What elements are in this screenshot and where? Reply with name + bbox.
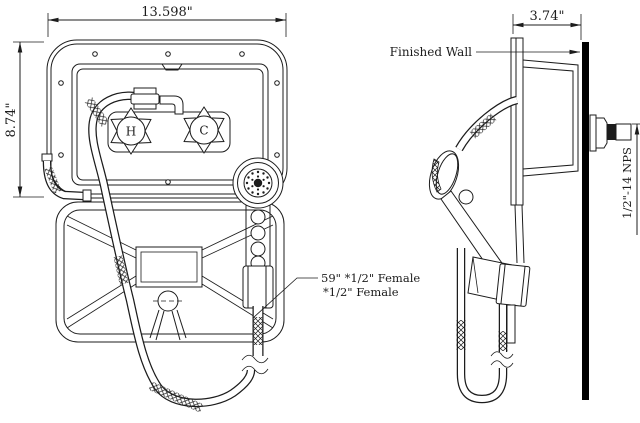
box-body-side [522, 59, 579, 177]
spray-nozzles [245, 170, 271, 196]
side-view: 1/2"-14 NPS [390, 9, 640, 404]
inlet-fitting [589, 114, 632, 152]
strap-tail [506, 304, 516, 344]
hose-break-mark [241, 365, 269, 375]
shower-hose-front [84, 91, 256, 413]
hose-callout-line2: *1/2" Female [323, 285, 399, 299]
panel-notch [161, 63, 183, 71]
hose-callout-line1: 59" *1/2" Female [321, 271, 420, 285]
hose-hatch-band [148, 381, 204, 413]
wall-section [582, 42, 589, 400]
valve-elbow-pipe [159, 95, 184, 115]
shower-head-strap [245, 203, 271, 271]
hose-hatch-band [84, 97, 110, 127]
lid-label-plate [135, 246, 203, 288]
hose-break-mark [490, 351, 514, 359]
flange-side [510, 37, 524, 206]
shower-hose-loop-side [456, 248, 514, 404]
width-dimension-label: 13.598" [141, 5, 192, 20]
depth-dimension: 3.74" [512, 9, 582, 40]
width-dimension: 13.598" [47, 5, 287, 37]
valve-assembly: H C [107, 87, 231, 155]
cold-water-knob[interactable]: C [183, 106, 225, 154]
pipe-threads [607, 124, 616, 140]
screw-holes [58, 51, 280, 185]
finished-wall-label: Finished Wall [390, 45, 472, 59]
hose-nut [130, 87, 160, 110]
hose-outlet-elbow [41, 153, 92, 202]
shower-box-panel [71, 63, 269, 186]
shower-hose-upper-side [455, 95, 519, 152]
strap-side [514, 204, 525, 264]
cold-knob-label: C [199, 124, 208, 138]
height-dimension-label: 8.74" [4, 103, 19, 138]
finished-wall-callout: Finished Wall [390, 45, 580, 59]
lid-latch [149, 290, 187, 341]
height-dimension: 8.74" [4, 41, 44, 198]
spray-face [431, 158, 442, 193]
hose-callout: 59" *1/2" Female *1/2" Female [252, 271, 420, 319]
shower-head-front [232, 157, 284, 209]
front-view: H C [4, 5, 420, 413]
hose-break-mark [490, 360, 514, 368]
shower-head-holder [241, 265, 274, 375]
holder-bracket-side [495, 263, 531, 307]
hot-water-knob[interactable]: H [110, 107, 152, 155]
thread-spec-label: 1/2"-14 NPS [620, 147, 634, 219]
thread-dimension: 1/2"-14 NPS [620, 123, 640, 235]
hose-hatch-band [113, 255, 129, 285]
hot-knob-label: H [126, 125, 136, 139]
hose-break-mark [241, 354, 269, 364]
depth-dimension-label: 3.74" [530, 9, 565, 24]
